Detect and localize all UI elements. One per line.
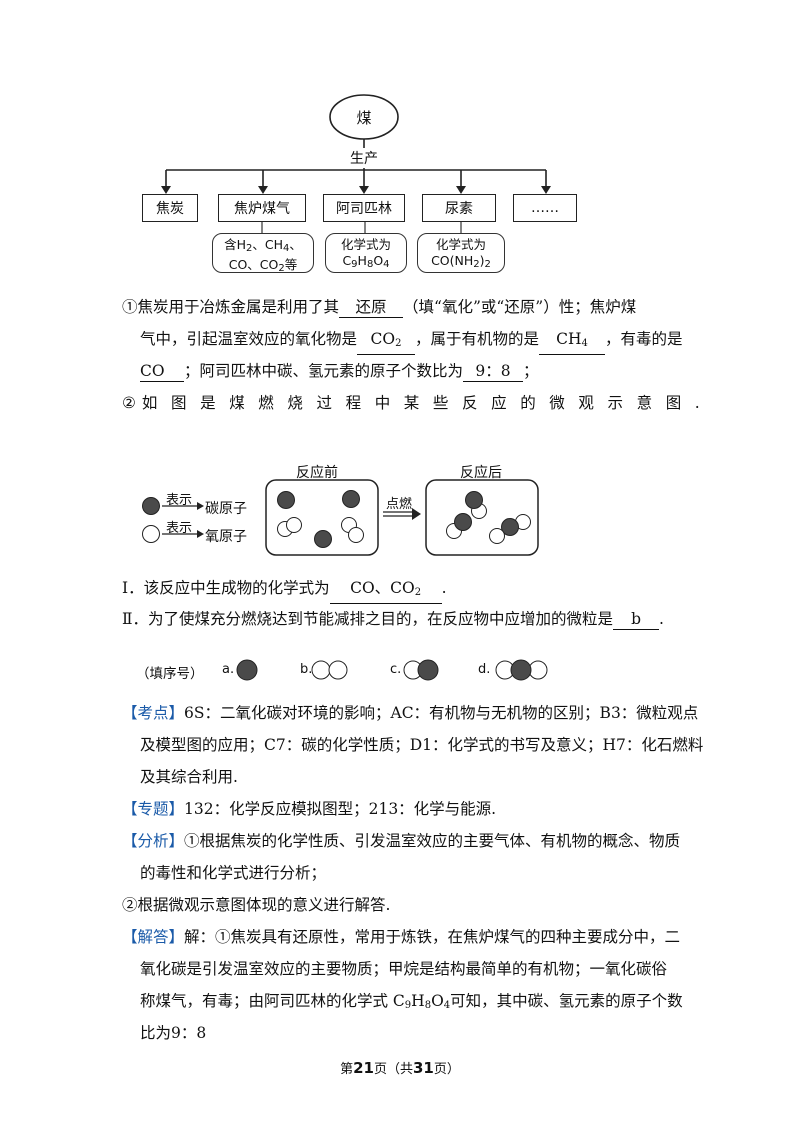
options-molecules — [236, 659, 548, 681]
option-d-atom-c — [510, 659, 532, 681]
note-urea-formula: 化学式为 CO(NH2)2 — [417, 233, 505, 273]
options-hint: （填序号） — [136, 666, 204, 682]
option-d-atom-o2 — [528, 660, 548, 680]
micro-reaction-diagram — [142, 479, 539, 556]
q1-line1: ①焦炭用于冶炼金属是利用了其还原（填“氧化”或“还原”）性；焦炉煤 — [122, 297, 637, 318]
option-a-label: a. — [222, 662, 235, 677]
legend-show-2: 表示 — [166, 521, 193, 536]
page-total: 31 — [413, 1059, 434, 1077]
answer-co: CO — [140, 361, 184, 382]
option-c-atom-c — [417, 659, 439, 681]
q2-text: 如图是煤燃烧过程中某些反应的微观示意图. — [141, 394, 714, 412]
kaodian-line-1: 【考点】6S：二氧化碳对环境的影响；AC：有机物与无机物的区别；B3：微粒观点 — [122, 704, 699, 722]
before-title: 反应前 — [296, 465, 338, 481]
product-box-coke-gas: 焦炉煤气 — [218, 194, 306, 222]
zhuanti-tag: 【专题】 — [122, 800, 185, 818]
jieda-tag: 【解答】 — [122, 928, 185, 946]
coal-diagram-lines — [161, 94, 551, 235]
q2-line: ② 如图是煤燃烧过程中某些反应的微观示意图. — [122, 393, 700, 413]
jieda-line-4: 比为9：8 — [140, 1024, 207, 1042]
fenxi-tag: 【分析】 — [122, 832, 185, 850]
legend-oxygen-atom — [142, 525, 160, 543]
diagram-root-label: 煤 — [356, 109, 372, 127]
legend-show-1: 表示 — [166, 493, 193, 508]
kaodian-line-3: 及其综合利用. — [140, 768, 238, 786]
note-coke-gas: 含H2、CH4、 CO、CO2等 — [212, 233, 314, 274]
note-aspirin-formula: 化学式为 C9H8O4 — [325, 233, 407, 273]
answer-reduction: 还原 — [339, 297, 404, 318]
legend-oxygen-label: 氧原子 — [205, 529, 247, 545]
answer-ch4: CH4 — [539, 329, 606, 355]
product-box-urea: 尿素 — [422, 194, 496, 222]
reaction-condition: 点燃 — [386, 497, 413, 512]
diagram-trunk-label: 生产 — [344, 148, 384, 168]
after-title: 反应后 — [460, 465, 502, 481]
jieda-line-3: 称煤气，有毒；由阿司匹林的化学式 C9H8O4可知，其中碳、氢元素的原子个数 — [140, 992, 683, 1011]
answer-particle: b — [613, 609, 660, 630]
q1-number: ① — [122, 298, 138, 316]
page-footer: 第21页（共31页） — [340, 1059, 460, 1077]
product-box-etc: …… — [513, 194, 577, 222]
answer-ratio: 9：8 — [463, 361, 524, 382]
kaodian-line-2: 及模型图的应用；C7：碳的化学性质；D1：化学式的书写及意义；H7：化石燃料 — [140, 736, 704, 754]
option-d-label: d. — [478, 662, 491, 677]
option-a-molecule — [236, 659, 258, 681]
q2-number: ② — [122, 394, 136, 412]
answer-co2: CO2 — [357, 329, 416, 355]
legend-carbon-atom — [142, 497, 160, 515]
fenxi-line-2: 的毒性和化学式进行分析； — [140, 864, 327, 882]
jieda-line-1: 【解答】解：①焦炭具有还原性，常用于炼铁，在焦炉煤气的四种主要成分中，二 — [122, 928, 681, 946]
zhuanti-line: 【专题】132：化学反应模拟图型；213：化学与能源. — [122, 800, 497, 818]
option-b-label: b. — [300, 662, 313, 677]
product-box-aspirin: 阿司匹林 — [323, 194, 405, 222]
kaodian-tag: 【考点】 — [122, 704, 185, 722]
jieda-line-2: 氧化碳是引发温室效应的主要物质；甲烷是结构最简单的有机物；一氧化碳俗 — [140, 960, 668, 978]
product-box-coke: 焦炭 — [142, 194, 198, 222]
fenxi-line-3: ②根据微观示意图体现的意义进行解答. — [122, 896, 391, 914]
legend-carbon-label: 碳原子 — [205, 501, 247, 517]
option-c-label: c. — [390, 662, 402, 677]
option-b-atom-2 — [328, 660, 348, 680]
page-number: 21 — [353, 1059, 374, 1077]
answer-products: CO、CO2 — [329, 578, 442, 604]
option-b-atom-1 — [311, 660, 331, 680]
fenxi-line-1: 【分析】①根据焦炭的化学性质、引发温室效应的主要气体、有机物的概念、物质 — [122, 832, 681, 850]
